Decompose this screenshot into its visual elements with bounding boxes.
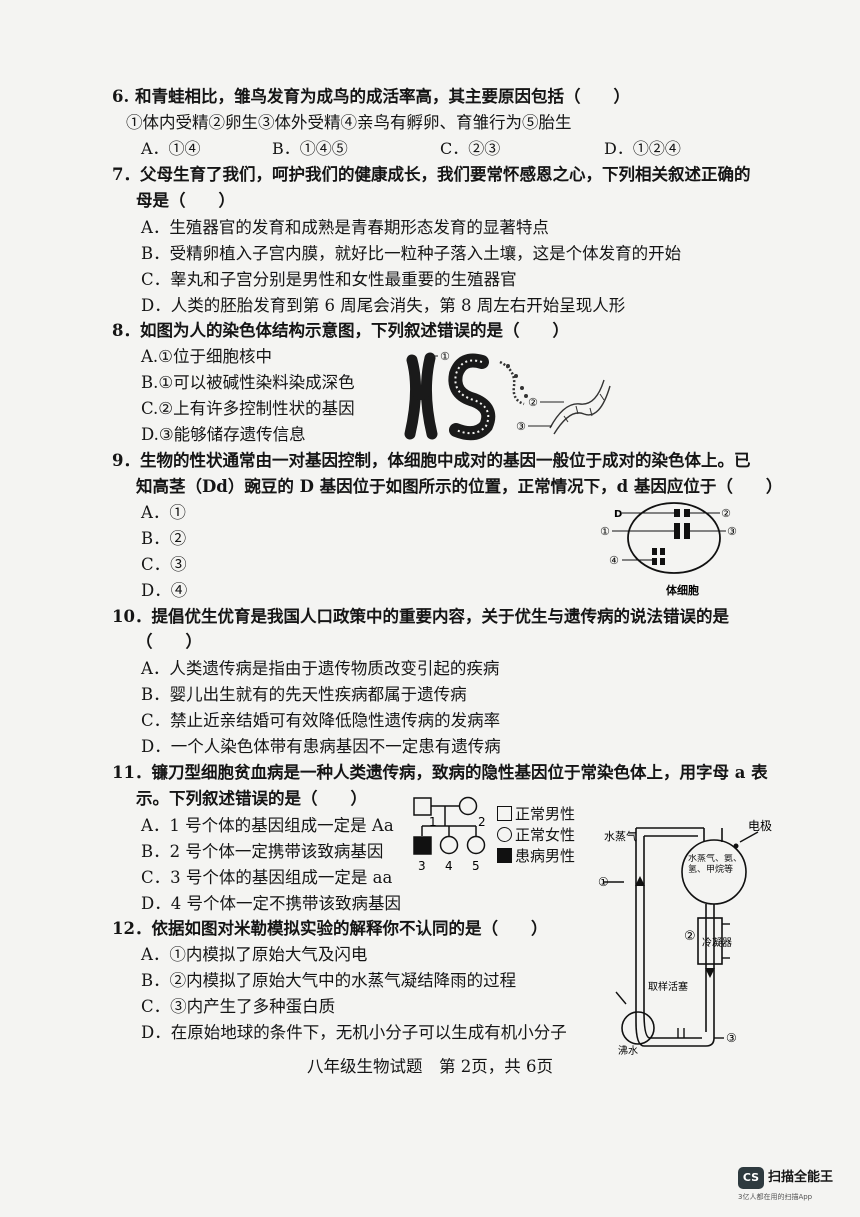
q9-option-b: B．② bbox=[141, 529, 187, 548]
logo-tagline: 3亿人都在用的扫描App bbox=[738, 1193, 813, 1201]
q12-option-a: A．①内模拟了原始大气及闪电 bbox=[141, 945, 368, 964]
pedigree-num-1: 1 bbox=[429, 815, 437, 829]
gene-d-label: D bbox=[614, 509, 622, 520]
q6-option-b: B．①④⑤ bbox=[272, 139, 348, 158]
q6-option-c: C．②③ bbox=[440, 139, 501, 158]
q12-stem: 12．依据如图对米勒模拟实验的解释你不认同的是（ ） bbox=[112, 919, 548, 938]
q10-option-a: A．人类遗传病是指由于遗传物质改变引起的疾病 bbox=[141, 659, 500, 678]
q11-stem-2: 示。下列叙述错误的是（ ） bbox=[136, 789, 367, 808]
q11-option-c: C．3 号个体的基因组成一定是 aa bbox=[141, 868, 393, 887]
q11-option-d: D．4 号个体一定不携带该致病基因 bbox=[141, 894, 401, 913]
miller-label-2: ② bbox=[684, 929, 696, 944]
q7-option-d: D．人类的胚胎发育到第 6 周尾会消失，第 8 周左右开始呈现人形 bbox=[141, 296, 626, 315]
dna-label-2: ② bbox=[528, 396, 538, 409]
q7-option-c: C．睾丸和子宫分别是男性和女性最重要的生殖器官 bbox=[141, 270, 517, 289]
scanner-watermark: CS 扫描全能王 3亿人都在用的扫描App bbox=[738, 1163, 848, 1203]
q6-option-a: A．①④ bbox=[141, 139, 201, 158]
cell-caption: 体细胞 bbox=[666, 583, 699, 597]
q9-option-c: C．③ bbox=[141, 555, 187, 574]
miller-label-sampling-valve: 取样活塞 bbox=[648, 980, 688, 993]
pedigree-chart: 1 2 3 4 5 bbox=[413, 796, 486, 873]
miller-label-vapor: 水蒸气 bbox=[604, 829, 637, 843]
chromosome-label-1: ① bbox=[440, 350, 450, 363]
q9-stem-1: 9．生物的性状通常由一对基因控制，体细胞中成对的基因一般位于成对的染色体上。已 bbox=[112, 451, 751, 470]
miller-label-gases: 水蒸气、氨、氢、甲烷等 bbox=[688, 854, 743, 875]
pedigree-num-5: 5 bbox=[472, 859, 480, 873]
miller-label-boiling-water: 沸水 bbox=[618, 1044, 638, 1056]
miller-label-electrode: 电极 bbox=[748, 819, 772, 833]
cs-logo-icon: CS bbox=[738, 1167, 764, 1189]
gene-label-3: ③ bbox=[516, 420, 526, 433]
pedigree-num-2: 2 bbox=[478, 815, 486, 829]
q10-option-d: D．一个人染色体带有患病基因不一定患有遗传病 bbox=[141, 737, 501, 756]
q12-option-b: B．②内模拟了原始大气中的水蒸气凝结降雨的过程 bbox=[141, 971, 517, 990]
cell-label-2: ② bbox=[721, 507, 731, 520]
square-icon bbox=[497, 806, 512, 821]
q6-option-d: D．①②④ bbox=[604, 139, 681, 158]
pedigree-num-3: 3 bbox=[418, 859, 426, 873]
q9-option-d: D．④ bbox=[141, 581, 188, 600]
q11-option-b: B．2 号个体一定携带该致病基因 bbox=[141, 842, 384, 861]
q7-stem-1: 7．父母生育了我们，呵护我们的健康成长，我们要常怀感恩之心，下列相关叙述正确的 bbox=[112, 165, 751, 184]
chromosome-figure: ① ② ③ bbox=[404, 350, 611, 441]
circle-icon bbox=[497, 827, 512, 842]
filled-square-icon bbox=[497, 848, 512, 863]
miller-label-condenser: 冷凝器 bbox=[702, 936, 732, 949]
q8-option-c: C.②上有许多控制性状的基因 bbox=[141, 399, 355, 418]
q7-option-a: A．生殖器官的发育和成熟是青春期形态发育的显著特点 bbox=[141, 218, 549, 237]
q8-option-b: B.①可以被碱性染料染成深色 bbox=[141, 373, 355, 392]
q8-option-a: A.①位于细胞核中 bbox=[141, 347, 272, 366]
q12-option-c: C．③内产生了多种蛋白质 bbox=[141, 997, 336, 1016]
miller-label-1: ① bbox=[598, 875, 609, 889]
body-cell-figure: D ② ① ③ ④ 体细胞 bbox=[600, 502, 737, 597]
q11-option-a: A．1 号个体的基因组成一定是 Aa bbox=[141, 816, 394, 835]
q10-stem-1: 10．提倡优生优育是我国人口政策中的重要内容，关于优生与遗传病的说法错误的是 bbox=[112, 607, 729, 626]
q8-option-d: D.③能够储存遗传信息 bbox=[141, 425, 306, 444]
q6-stem: 6. 和青蛙相比，雏鸟发育为成鸟的成活率高，其主要原因包括（ ） bbox=[112, 87, 630, 106]
q11-stem-1: 11．镰刀型细胞贫血病是一种人类遗传病，致病的隐性基因位于常染色体上，用字母 a… bbox=[112, 763, 768, 782]
cell-label-3: ③ bbox=[727, 525, 737, 538]
legend-affected-male: 患病男性 bbox=[497, 846, 575, 866]
miller-label-3: ③ bbox=[726, 1031, 737, 1045]
q10-option-c: C．禁止近亲结婚可有效降低隐性遗传病的发病率 bbox=[141, 711, 501, 730]
q12-option-d: D．在原始地球的条件下，无机小分子可以生成有机小分子 bbox=[141, 1023, 567, 1042]
cell-label-1: ① bbox=[600, 525, 610, 538]
page-footer: 八年级生物试题 第 2页，共 6页 bbox=[307, 1057, 553, 1076]
cell-label-4: ④ bbox=[609, 554, 619, 567]
q10-stem-2: （ ） bbox=[136, 632, 202, 651]
logo-name: 扫描全能王 bbox=[768, 1170, 834, 1185]
legend-normal-male: 正常男性 bbox=[497, 804, 575, 824]
q8-stem: 8．如图为人的染色体结构示意图，下列叙述错误的是（ ） bbox=[112, 321, 569, 340]
q9-stem-2: 知高茎（Dd）豌豆的 D 基因位于如图所示的位置，正常情况下，d 基因应位于（ … bbox=[136, 477, 783, 496]
q6-items: ①体内受精②卵生③体外受精④亲鸟有孵卵、育雏行为⑤胎生 bbox=[126, 113, 572, 132]
q7-option-b: B．受精卵植入子宫内膜，就好比一粒种子落入土壤，这是个体发育的开始 bbox=[141, 244, 682, 263]
pedigree-num-4: 4 bbox=[445, 859, 453, 873]
legend-normal-female: 正常女性 bbox=[497, 825, 575, 845]
q9-option-a: A．① bbox=[141, 503, 186, 522]
q10-option-b: B．婴儿出生就有的先天性疾病都属于遗传病 bbox=[141, 685, 467, 704]
miller-apparatus-figure: 水蒸气 电极 水蒸气、氨、氢、甲烷等 ① ② 冷凝器 取样活塞 沸水 ③ bbox=[598, 819, 772, 1056]
q7-stem-2: 母是（ ） bbox=[136, 191, 235, 210]
